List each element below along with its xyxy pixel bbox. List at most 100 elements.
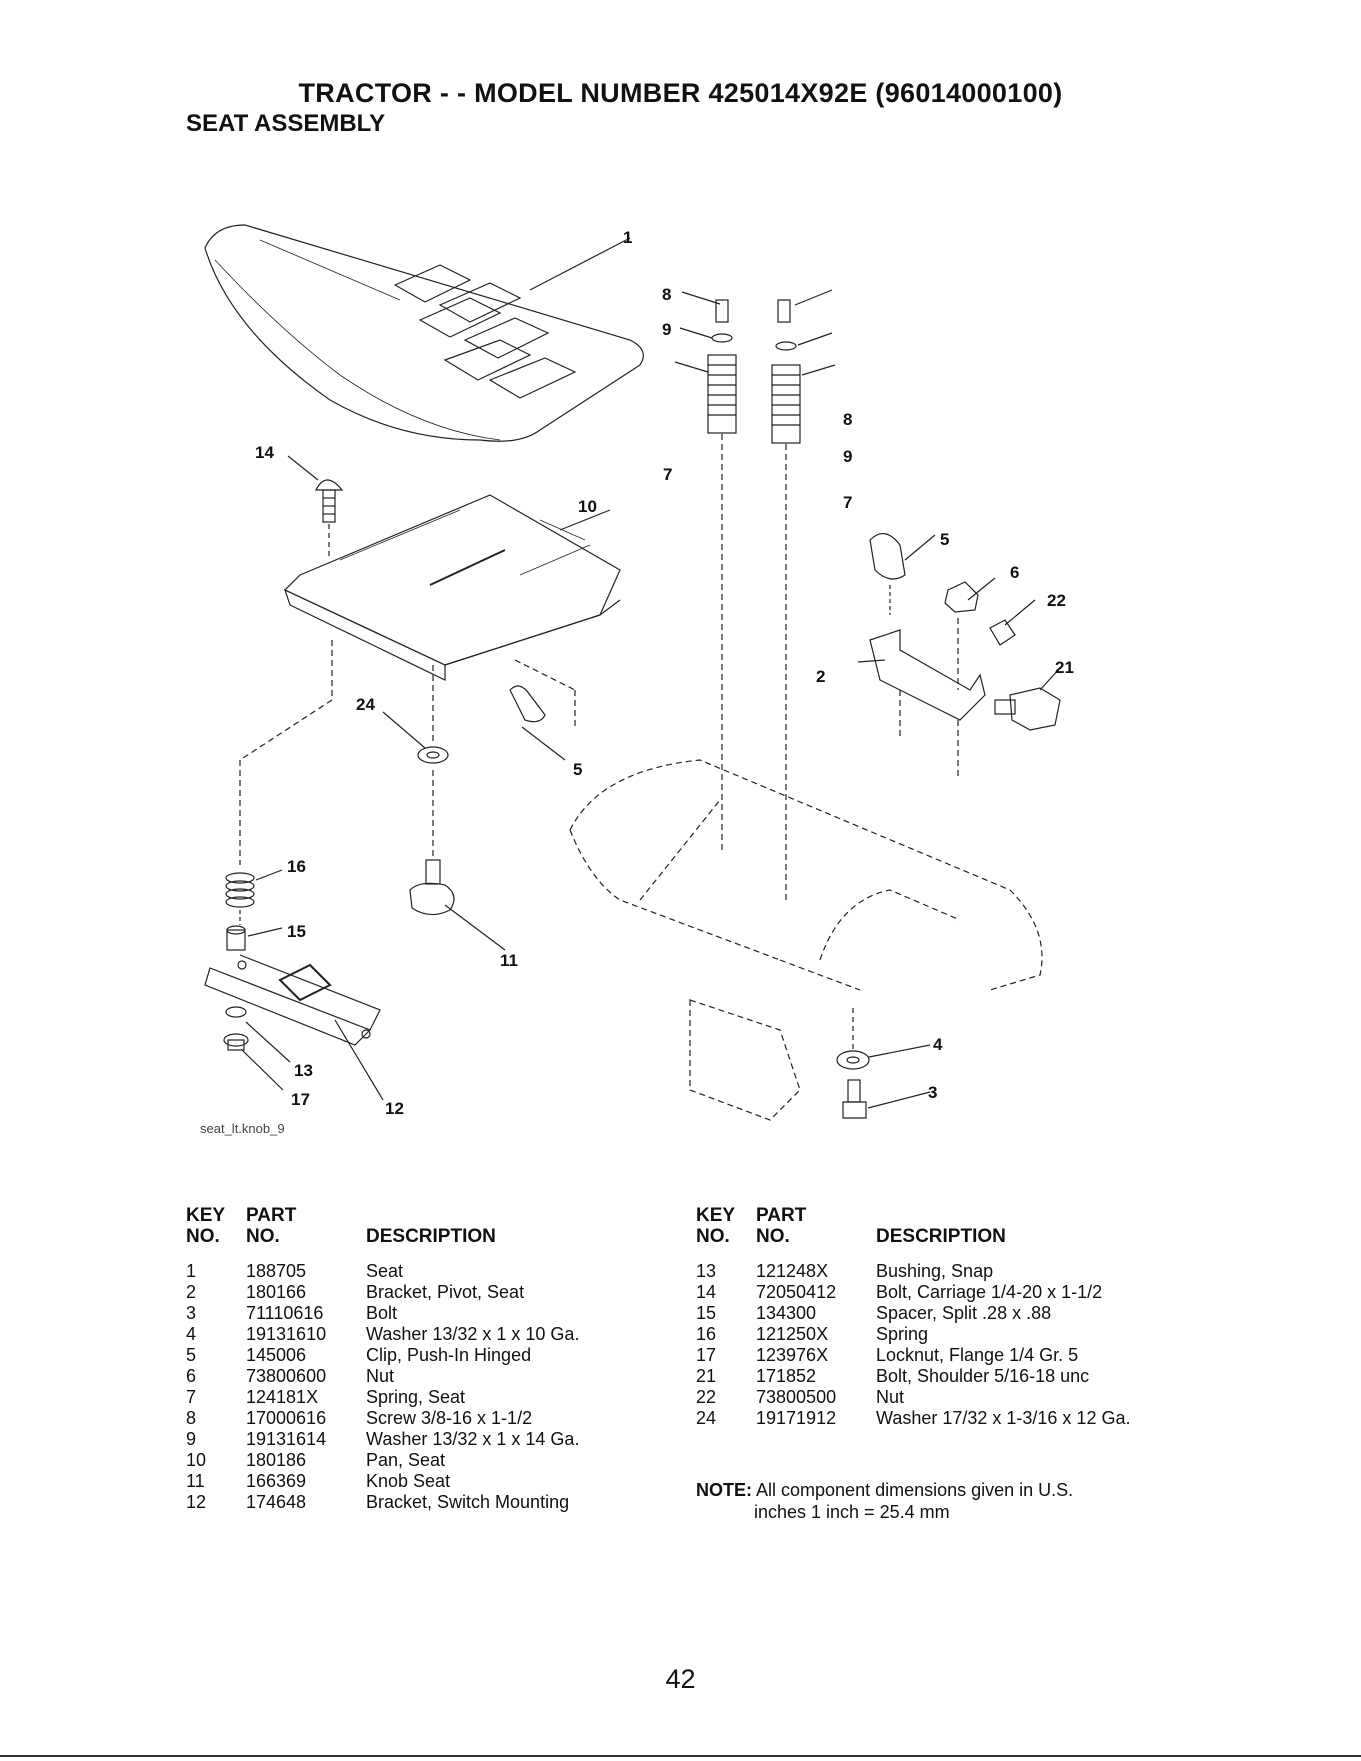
table-row: 12 174648 Bracket, Switch Mounting	[186, 1492, 579, 1513]
diagram-drawing	[204, 224, 1061, 1121]
cell-part: 174648	[246, 1492, 307, 1512]
cell-key: 13	[696, 1261, 717, 1281]
callout-label: 8	[662, 285, 671, 304]
parts-table-right: KEY NO. PART NO. DESCRIPTION 13 121248X Bu…	[696, 1205, 1130, 1429]
fender-body-part	[569, 759, 1043, 1121]
cell-description: Bracket, Switch Mounting	[366, 1492, 570, 1512]
cell-description: Seat	[366, 1261, 404, 1281]
cell-part: 121248X	[756, 1261, 829, 1281]
nut-small-part	[989, 599, 1036, 646]
table-row: 14 72050412 Bolt, Carriage 1/4-20 x 1-1/2	[696, 1282, 1130, 1303]
table-row: 2 180166 Bracket, Pivot, Seat	[186, 1282, 579, 1303]
cell-part: 166369	[246, 1471, 307, 1491]
cell-description: Bracket, Pivot, Seat	[366, 1282, 525, 1302]
cell-part: 180186	[246, 1450, 307, 1470]
header-part: PART NO.	[756, 1205, 807, 1247]
callout-label: 14	[255, 443, 274, 462]
callout-label: 3	[928, 1083, 937, 1102]
note-line-2: inches 1 inch = 25.4 mm	[754, 1502, 950, 1522]
cell-description: Spacer, Split .28 x .88	[876, 1303, 1052, 1323]
cell-key: 2	[186, 1282, 197, 1302]
callout-label: 9	[662, 320, 671, 339]
header-description: DESCRIPTION	[876, 1226, 1006, 1247]
cell-description: Screw 3/8-16 x 1-1/2	[366, 1408, 533, 1428]
cell-part: 121250X	[756, 1324, 829, 1344]
cell-key: 7	[186, 1387, 197, 1407]
header-key: KEY NO.	[186, 1205, 226, 1247]
callout-label: 21	[1055, 658, 1074, 677]
cell-key: 15	[696, 1303, 717, 1323]
washer-bottom-part	[836, 1008, 931, 1070]
callout-label: 5	[940, 530, 949, 549]
cell-key: 17	[696, 1345, 717, 1365]
callout-label: 13	[294, 1061, 313, 1080]
cell-description: Bolt, Carriage 1/4-20 x 1-1/2	[876, 1282, 1103, 1302]
callout-label: 1	[623, 228, 632, 247]
note-label: NOTE:	[696, 1480, 752, 1500]
cell-part: 73800500	[756, 1387, 837, 1407]
bottom-rule	[0, 1755, 1361, 1757]
clip-part	[509, 659, 576, 761]
cell-description: Bolt	[366, 1303, 398, 1323]
cell-key: 24	[696, 1408, 717, 1428]
header-part: PART NO.	[246, 1205, 297, 1247]
cell-description: Nut	[876, 1387, 905, 1407]
cell-key: 16	[696, 1324, 717, 1344]
callout-label: 12	[385, 1099, 404, 1118]
cell-description: Spring, Seat	[366, 1387, 466, 1407]
cell-part: 72050412	[756, 1282, 837, 1302]
nut-part	[944, 577, 996, 690]
seat-spring-right-part	[771, 289, 836, 900]
table-row: 11 166369 Knob Seat	[186, 1471, 579, 1492]
cell-part: 19131614	[246, 1429, 327, 1449]
cell-description: Washer 13/32 x 1 x 10 Ga.	[366, 1324, 580, 1344]
callout-label: 10	[578, 497, 597, 516]
cell-description: Clip, Push-In Hinged	[366, 1345, 532, 1365]
cell-part: 180166	[246, 1282, 307, 1302]
clip-right-part	[869, 533, 936, 615]
cell-key: 12	[186, 1492, 207, 1512]
cell-description: Spring	[876, 1324, 929, 1344]
callout-label: 16	[287, 857, 306, 876]
page-title: TRACTOR - - MODEL NUMBER 425014X92E (960…	[298, 78, 1063, 108]
table-row: 7 124181X Spring, Seat	[186, 1387, 579, 1408]
switch-bracket-part	[204, 954, 384, 1101]
cell-key: 3	[186, 1303, 197, 1323]
callout-label: 8	[843, 410, 852, 429]
callout-label: 2	[816, 667, 825, 686]
cell-part: 134300	[756, 1303, 817, 1323]
cell-description: Washer 13/32 x 1 x 14 Ga.	[366, 1429, 580, 1449]
callout-label: 7	[843, 493, 852, 512]
header-description: DESCRIPTION	[366, 1226, 496, 1247]
cell-description: Bushing, Snap	[876, 1261, 994, 1281]
table-header: KEY NO. PART NO. DESCRIPTION	[696, 1205, 1130, 1247]
seat-spring-left-part	[674, 291, 737, 850]
washer-part	[382, 711, 449, 764]
cell-key: 5	[186, 1345, 197, 1365]
bushing-part	[223, 1006, 291, 1091]
diagram-caption: seat_lt.knob_9	[200, 1121, 285, 1136]
cell-key: 14	[696, 1282, 717, 1302]
cell-key: 11	[186, 1471, 205, 1491]
cell-part: 124181X	[246, 1387, 319, 1407]
cell-key: 4	[186, 1324, 197, 1344]
cell-key: 21	[696, 1366, 717, 1386]
table-row: 15 134300 Spacer, Split .28 x .88	[696, 1303, 1130, 1324]
cell-description: Knob Seat	[366, 1471, 451, 1491]
cell-part: 19171912	[756, 1408, 837, 1428]
callout-label: 4	[933, 1035, 943, 1054]
cell-description: Nut	[366, 1366, 395, 1386]
bolt-bottom-part	[842, 1079, 931, 1119]
spring-part	[225, 869, 283, 925]
cell-key: 9	[186, 1429, 197, 1449]
cell-key: 1	[186, 1261, 197, 1281]
callout-label: 9	[843, 447, 852, 466]
